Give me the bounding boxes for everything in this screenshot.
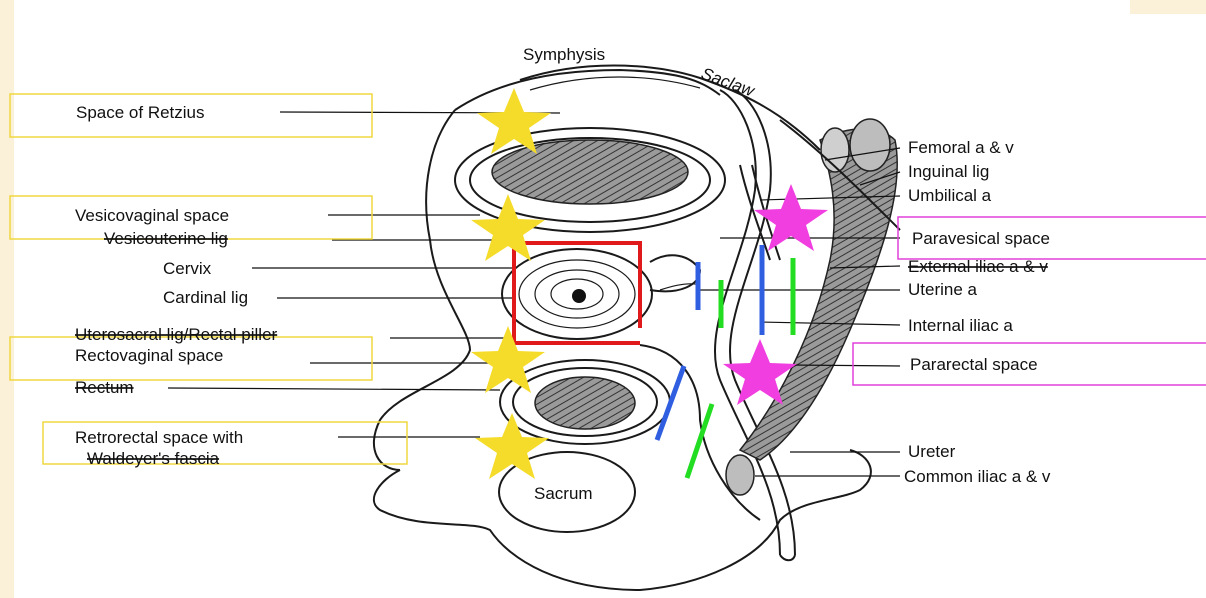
label-cervix: Cervix	[163, 259, 212, 278]
label-common-iliac: Common iliac a & v	[904, 467, 1051, 486]
yellow-star-vesicovaginal	[471, 194, 545, 261]
label-inguinal-lig: Inguinal lig	[908, 162, 989, 181]
magenta-star-paravesical	[754, 184, 828, 251]
blue-marker-3	[657, 366, 684, 440]
label-rectovaginal-space: Rectovaginal space	[75, 346, 223, 365]
label-symphysis: Symphysis	[523, 45, 605, 64]
label-rectum: Rectum	[75, 378, 134, 397]
label-space-of-retzius: Space of Retzius	[76, 103, 205, 122]
label-sacrum: Sacrum	[534, 484, 593, 503]
yellow-label-boxes	[10, 94, 407, 464]
label-femoral: Femoral a & v	[908, 138, 1014, 157]
label-pararectal-space: Pararectal space	[910, 355, 1038, 374]
label-internal-iliac: Internal iliac a	[908, 316, 1013, 335]
label-retrorectal-line1: Retrorectal space with	[75, 428, 243, 447]
label-paravesical-space: Paravesical space	[912, 229, 1050, 248]
label-uterosacral-lig: Uterosacral lig/Rectal piller	[75, 325, 278, 344]
label-vesicovaginal-space: Vesicovaginal space	[75, 206, 229, 225]
label-cardinal-lig: Cardinal lig	[163, 288, 248, 307]
label-umbilical-a: Umbilical a	[908, 186, 992, 205]
label-retrorectal-line2: Waldeyer's fascia	[87, 449, 220, 468]
label-external-iliac: External iliac a & v	[908, 257, 1048, 276]
label-ureter: Ureter	[908, 442, 956, 461]
label-uterine-a: Uterine a	[908, 280, 978, 299]
anatomy-drawing: Saclaw	[374, 64, 900, 590]
label-vesicouterine-lig: Vesicouterine lig	[104, 229, 228, 248]
